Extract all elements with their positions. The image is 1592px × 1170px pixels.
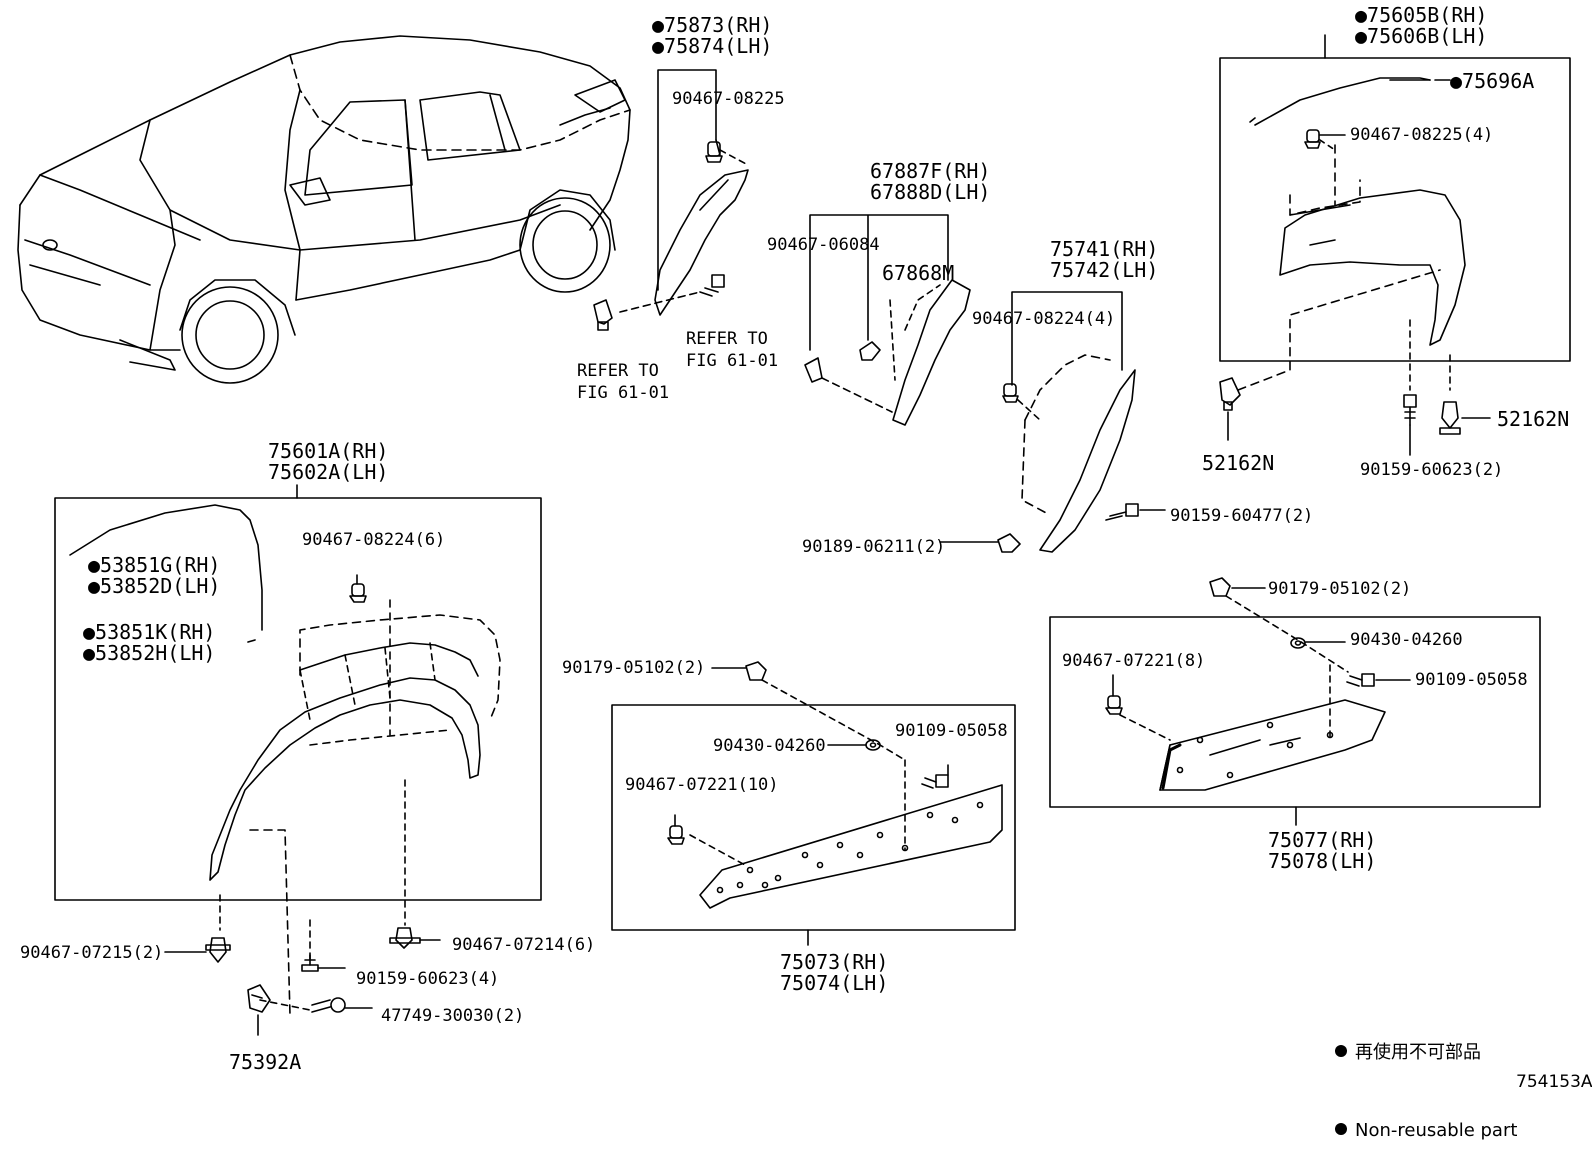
nut-icon: [1209, 577, 1231, 597]
part-label-75077: 75077(RH): [1268, 828, 1377, 852]
clip-icon: [389, 927, 421, 949]
part-label-90467-08224-6: 90467-08224(6): [302, 530, 446, 550]
legend-item-japanese: 再使用不可部品: [1335, 1040, 1517, 1066]
mudguard-75873: [593, 69, 749, 331]
clip-icon: [1002, 383, 1019, 403]
clip-icon: [1219, 377, 1241, 411]
screw-icon: [921, 774, 949, 789]
part-label-90467-08225: 90467-08225: [672, 89, 785, 109]
part-label-90179-05102-right: 90179-05102(2): [1268, 579, 1412, 599]
part-label-67868m: 67868M: [882, 261, 955, 285]
refer-label-2b: FIG 61-01: [686, 351, 779, 371]
screw-icon: [301, 954, 319, 972]
clip-icon: [804, 357, 823, 383]
part-label-47749-30030: 47749-30030(2): [381, 1006, 525, 1026]
clip-icon: [859, 341, 881, 361]
part-label-90467-07221-10: 90467-07221(10): [625, 775, 779, 795]
part-label-75874: ●75874(LH): [652, 34, 773, 58]
part-label-75741: 75741(RH): [1050, 237, 1159, 261]
hole-pattern: [716, 801, 984, 894]
clip-icon: [1105, 695, 1123, 715]
part-label-90467-07221-8: 90467-07221(8): [1062, 651, 1206, 671]
clip-icon: [205, 937, 231, 963]
mudflap-75741: [939, 291, 1166, 553]
bolt-icon: [311, 997, 346, 1013]
refer-label-1b: FIG 61-01: [577, 383, 670, 403]
part-label-53851k: ●53851K(RH): [83, 620, 216, 644]
part-label-67888d: 67888D(LH): [870, 180, 991, 204]
part-label-75605b: ●75605B(RH): [1355, 3, 1488, 27]
screw-icon: [1105, 503, 1139, 521]
part-label-90159-60623-4: 90159-60623(4): [356, 969, 500, 989]
part-label-90159-60623-2: 90159-60623(2): [1360, 460, 1504, 480]
part-label-75392a: 75392A: [229, 1050, 302, 1074]
screw-icon: [699, 274, 725, 297]
clip-icon: [349, 583, 367, 603]
box-75073: [611, 704, 1016, 946]
part-label-90467-08225-4: 90467-08225(4): [1350, 125, 1494, 145]
box-75605b: [1219, 34, 1571, 456]
part-label-75602a: 75602A(LH): [268, 460, 389, 484]
part-label-75696a: ●75696A: [1450, 69, 1535, 93]
part-label-90467-08224-4: 90467-08224(4): [972, 309, 1116, 329]
box-75601a: [54, 484, 542, 1016]
clip-icon: [593, 299, 613, 331]
part-label-90189-06211: 90189-06211(2): [802, 537, 946, 557]
part-label-75073: 75073(RH): [780, 950, 889, 974]
part-label-75074: 75074(LH): [780, 971, 889, 995]
refer-label-2a: REFER TO: [686, 329, 768, 349]
part-label-75078: 75078(LH): [1268, 849, 1377, 873]
part-label-75606b: ●75606B(LH): [1355, 24, 1488, 48]
part-label-90109-05058-right: 90109-05058: [1415, 670, 1528, 690]
part-label-90109-05058-left: 90109-05058: [895, 721, 1008, 741]
figure-code: 754153A: [1516, 1072, 1592, 1092]
part-label-75873: ●75873(RH): [652, 13, 773, 37]
part-label-90467-07215: 90467-07215(2): [20, 943, 164, 963]
part-label-90467-06084: 90467-06084: [767, 235, 880, 255]
legend-item-english: Non-reusable part: [1335, 1118, 1517, 1144]
part-label-75742: 75742(LH): [1050, 258, 1159, 282]
part-label-67887f: 67887F(RH): [870, 159, 991, 183]
nut-icon: [997, 533, 1021, 553]
legend: 再使用不可部品 Non-reusable part: [1335, 988, 1517, 1170]
part-label-90467-07214: 90467-07214(6): [452, 935, 596, 955]
liner-67887f: [804, 214, 971, 426]
part-label-90179-05102-left: 90179-05102(2): [562, 658, 706, 678]
part-label-90430-04260-left: 90430-04260: [713, 736, 826, 756]
screw-icon: [1403, 394, 1417, 426]
legend-text-japanese: 再使用不可部品: [1355, 1042, 1481, 1063]
part-label-90159-60477: 90159-60477(2): [1170, 506, 1314, 526]
nut-icon: [745, 661, 767, 681]
bracket-icon: [247, 984, 271, 1013]
clip-icon: [1439, 401, 1461, 435]
legend-text-english: Non-reusable part: [1355, 1120, 1518, 1141]
screw-icon: [1346, 673, 1375, 687]
refer-label-1a: REFER TO: [577, 361, 659, 381]
part-label-52162n-right: 52162N: [1497, 407, 1570, 431]
washer-icon: [1290, 637, 1306, 649]
bullet-icon: [1335, 1123, 1347, 1135]
part-label-53852d: ●53852D(LH): [88, 574, 221, 598]
part-label-53851g: ●53851G(RH): [88, 553, 221, 577]
box-75077: [1049, 616, 1541, 826]
vehicle-illustration: [17, 35, 631, 384]
part-label-90430-04260-right: 90430-04260: [1350, 630, 1463, 650]
clip-icon: [1304, 129, 1321, 149]
clip-icon: [667, 825, 685, 845]
part-label-53852h: ●53852H(LH): [83, 641, 216, 665]
part-label-75601a: 75601A(RH): [268, 439, 389, 463]
clip-icon: [705, 141, 723, 163]
part-label-52162n-left: 52162N: [1202, 451, 1275, 475]
bullet-icon: [1335, 1045, 1347, 1057]
hole-pattern: [1176, 721, 1334, 779]
parts-diagram: [17, 34, 1571, 1036]
